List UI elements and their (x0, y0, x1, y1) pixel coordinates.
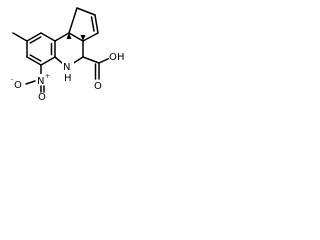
double-bond-c5-c6 (29, 54, 42, 62)
amine-n-bg (62, 60, 74, 71)
nitro-oxygen-double-label: O (38, 92, 46, 100)
nitro-n-o-single (25, 80, 36, 85)
nitro-o1-bg (12, 78, 25, 90)
stereo-wedge-c3a (80, 35, 86, 41)
nitro-nitrogen-charge: + (45, 73, 50, 80)
bond-c2-c1 (76, 7, 96, 16)
double-bond-c3-c2 (90, 16, 95, 32)
carboxylic-acid-group (82, 56, 111, 80)
methyl-bond (12, 32, 28, 42)
acid-oxygen-double-label: O (94, 81, 102, 92)
nitro-nitrogen-label: N (37, 76, 44, 87)
bond-c7-c8 (26, 32, 42, 42)
chemical-structure-diagram: N + O - O N H O H O (11, 7, 127, 100)
bond-c8-c9 (40, 32, 56, 42)
cyclopentene-ring (68, 7, 99, 42)
double-bond-c7-c8 (29, 36, 42, 44)
bond-c4a-c5 (40, 56, 56, 66)
bond-c3-c2 (94, 14, 99, 34)
nitro-oxygen-single-label: O (14, 80, 22, 91)
nitro-n-bg (35, 74, 47, 86)
bond-c5-c6 (26, 56, 42, 66)
amine-nitrogen-label: N (63, 62, 70, 73)
amine-hydrogen-label: H (64, 73, 72, 84)
hydroxyl-oxygen-label: O (109, 52, 117, 63)
bond-cooh-c-oh (98, 57, 111, 64)
hydroxyl-bg (109, 50, 127, 62)
nitro-oxygen-charge: - (11, 76, 13, 83)
stereo-wedge-c9b (66, 33, 72, 39)
bond-c1-c9b (68, 7, 78, 34)
bond-c9a-c9b (54, 32, 70, 42)
bond-c3a-c3 (82, 32, 99, 42)
hydroxyl-hydrogen-label: H (117, 52, 125, 63)
benzene-ring (26, 32, 56, 66)
bond-c4-ccooh (82, 56, 100, 64)
bond-c9b-c3a (68, 32, 84, 42)
bond-n5-c5a (54, 56, 63, 64)
